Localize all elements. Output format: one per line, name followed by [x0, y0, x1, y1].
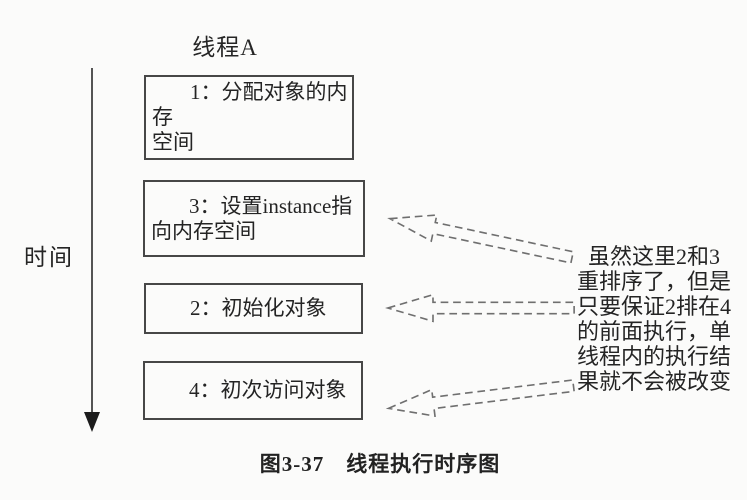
step-box-2-init-object: 2：初始化对象 [144, 283, 363, 334]
step-box-3-text-line2: 向内存空间 [151, 218, 256, 243]
step-box-4-first-access: 4：初次访问对象 [143, 361, 363, 420]
annotation-line-2: 重排序了，但是 [576, 269, 731, 294]
time-axis-label: 时间 [24, 245, 74, 270]
annotation-line-4: 的前面执行，单 [576, 319, 731, 344]
annotation-line-5: 线程内的执行结 [576, 344, 731, 369]
step-box-1-text-line1: 1：分配对象的内存 [152, 80, 348, 129]
step-box-2-text: 2：初始化对象 [190, 296, 327, 320]
dashed-block-arrow-to-step3-icon [383, 199, 579, 276]
annotation-line-1: 虽然这里2和3 [587, 244, 720, 269]
reorder-annotation: 虽然这里2和3 重排序了，但是 只要保证2排在4 的前面执行，单 线程内的执行结… [568, 244, 740, 394]
step-box-1-text-line2: 空间 [152, 130, 194, 154]
annotation-line-6: 果就不会被改变 [576, 369, 731, 394]
step-box-1-allocate-memory: 1：分配对象的内存 空间 [144, 75, 354, 160]
dashed-block-arrow-to-step2-icon [385, 289, 577, 327]
thread-a-label: 线程A [192, 35, 258, 60]
step-box-3-set-instance: 3：设置instance指 向内存空间 [143, 180, 365, 257]
time-axis-down-arrow-icon [82, 60, 104, 445]
figure-caption: 图3-37 线程执行时序图 [259, 452, 501, 476]
dashed-block-arrow-to-step4-icon [383, 366, 578, 427]
step-box-3-text-line1: 3：设置instance指 [189, 193, 353, 218]
step-box-4-text: 4：初次访问对象 [189, 378, 347, 402]
annotation-line-3: 只要保证2排在4 [576, 294, 731, 319]
